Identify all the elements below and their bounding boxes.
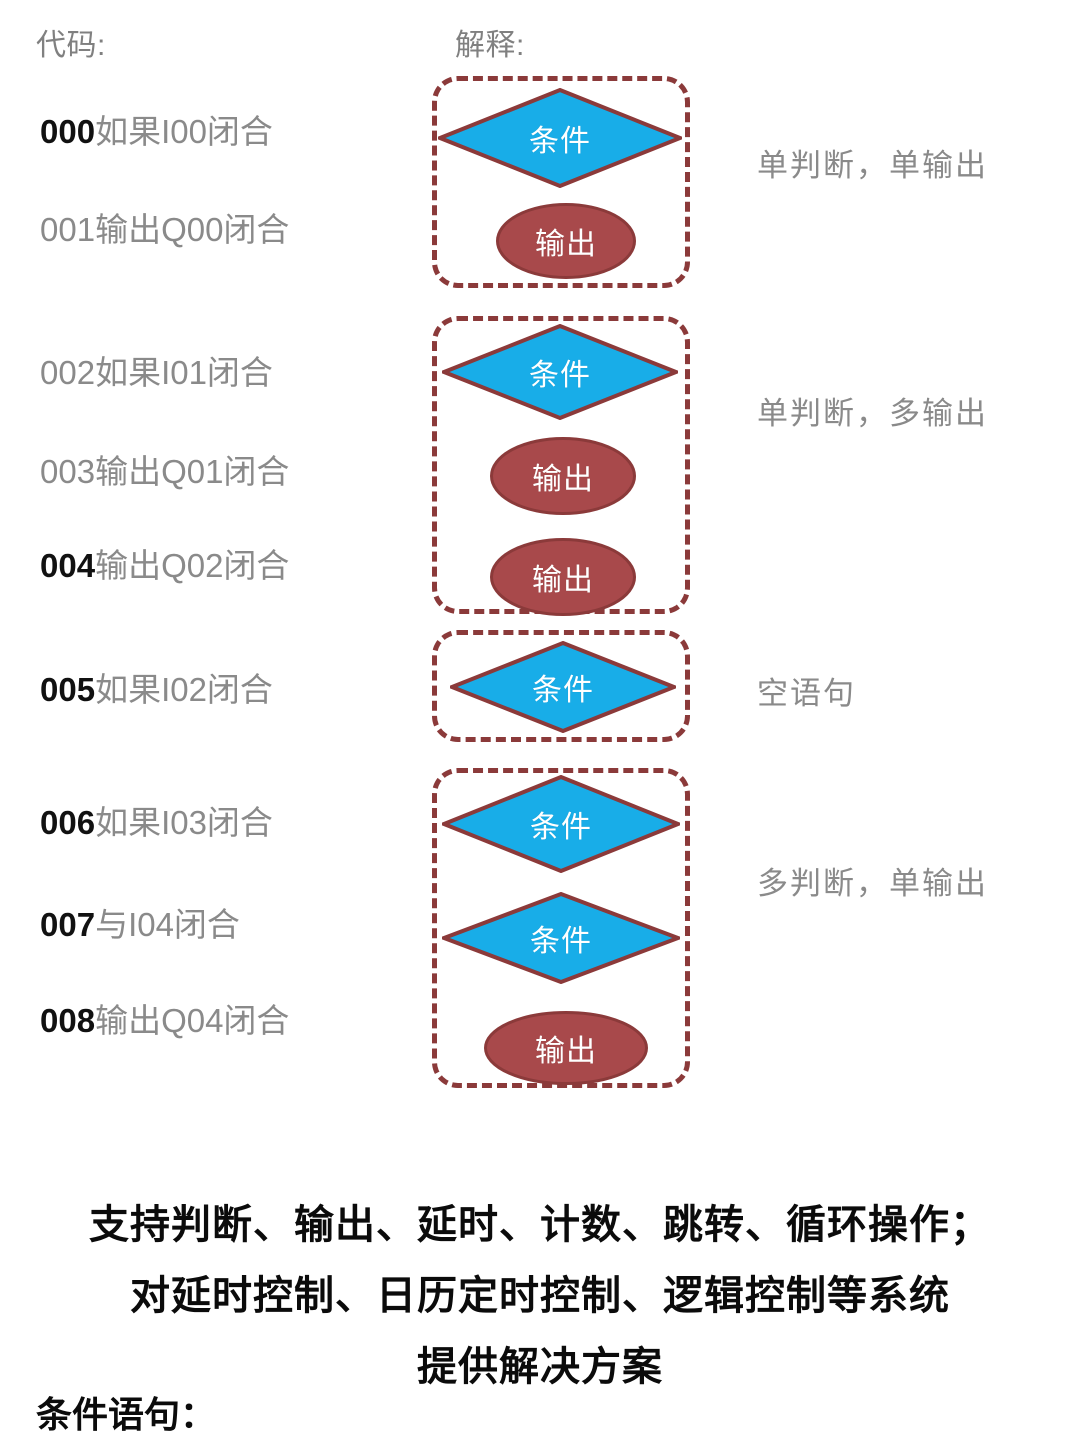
condition-label: 条件 <box>529 125 591 158</box>
code-line: 001输出Q00闭合 <box>40 213 289 246</box>
code-line: 002如果I01闭合 <box>40 356 273 389</box>
output-ellipse-shape: 输出 <box>490 437 636 515</box>
summary-line: 对延时控制、日历定时控制、逻辑控制等系统 <box>130 1274 950 1318</box>
group-annotation: 多判断，单输出 <box>757 866 988 901</box>
condition-diamond-shape: 条件 <box>442 324 678 420</box>
condition-label: 条件 <box>530 925 592 958</box>
output-ellipse-shape: 输出 <box>490 538 636 616</box>
footer-label: 条件语句： <box>36 1394 217 1435</box>
output-label: 输出 <box>532 463 594 496</box>
summary-line: 支持判断、输出、延时、计数、跳转、循环操作； <box>89 1203 991 1247</box>
code-line-text: 与I04闭合 <box>95 906 240 943</box>
group-single-condition-single-output <box>432 76 690 288</box>
summary-line: 提供解决方案 <box>417 1345 663 1389</box>
code-line: 004输出Q02闭合 <box>40 549 289 582</box>
code-line-number: 001 <box>40 211 96 248</box>
code-line: 008输出Q04闭合 <box>40 1004 289 1037</box>
output-label: 输出 <box>535 1035 597 1068</box>
code-line-text: 输出Q00闭合 <box>95 211 290 248</box>
group-multi-condition-single-output <box>432 768 690 1088</box>
code-line: 005如果I02闭合 <box>40 673 273 706</box>
code-line-text: 如果I03闭合 <box>95 804 273 841</box>
output-label: 输出 <box>535 228 597 261</box>
code-line: 006如果I03闭合 <box>40 806 273 839</box>
code-line-text: 输出Q02闭合 <box>95 547 290 584</box>
condition-label: 条件 <box>529 359 591 392</box>
code-line-number: 006 <box>40 804 96 841</box>
code-line: 003输出Q01闭合 <box>40 455 289 488</box>
group-annotation: 单判断，单输出 <box>757 148 988 183</box>
condition-diamond-shape: 条件 <box>438 88 682 188</box>
code-line-text: 如果I00闭合 <box>95 113 273 150</box>
explanation-column-header: 解释: <box>455 29 525 62</box>
output-ellipse-shape: 输出 <box>496 203 636 279</box>
code-line-number: 002 <box>40 354 96 391</box>
code-line-number: 004 <box>40 547 96 584</box>
group-annotation: 单判断，多输出 <box>757 396 988 431</box>
condition-label: 条件 <box>532 674 594 707</box>
code-line: 007与I04闭合 <box>40 908 240 941</box>
output-ellipse-shape: 输出 <box>484 1011 648 1085</box>
code-line: 000如果I00闭合 <box>40 115 273 148</box>
condition-diamond-shape: 条件 <box>442 775 680 873</box>
code-line-number: 000 <box>40 113 96 150</box>
code-line-number: 007 <box>40 906 96 943</box>
code-line-number: 008 <box>40 1002 96 1039</box>
code-line-text: 如果I01闭合 <box>95 354 273 391</box>
group-annotation: 空语句 <box>757 676 856 711</box>
code-line-number: 005 <box>40 671 96 708</box>
code-line-text: 输出Q04闭合 <box>95 1002 290 1039</box>
code-line-text: 输出Q01闭合 <box>95 453 290 490</box>
code-column-header: 代码: <box>36 29 106 62</box>
group-empty-statement <box>432 630 690 742</box>
condition-label: 条件 <box>530 811 592 844</box>
condition-diamond-shape: 条件 <box>450 641 676 733</box>
code-line-text: 如果I02闭合 <box>95 671 273 708</box>
condition-diamond-shape: 条件 <box>442 892 680 984</box>
code-line-number: 003 <box>40 453 96 490</box>
output-label: 输出 <box>532 564 594 597</box>
